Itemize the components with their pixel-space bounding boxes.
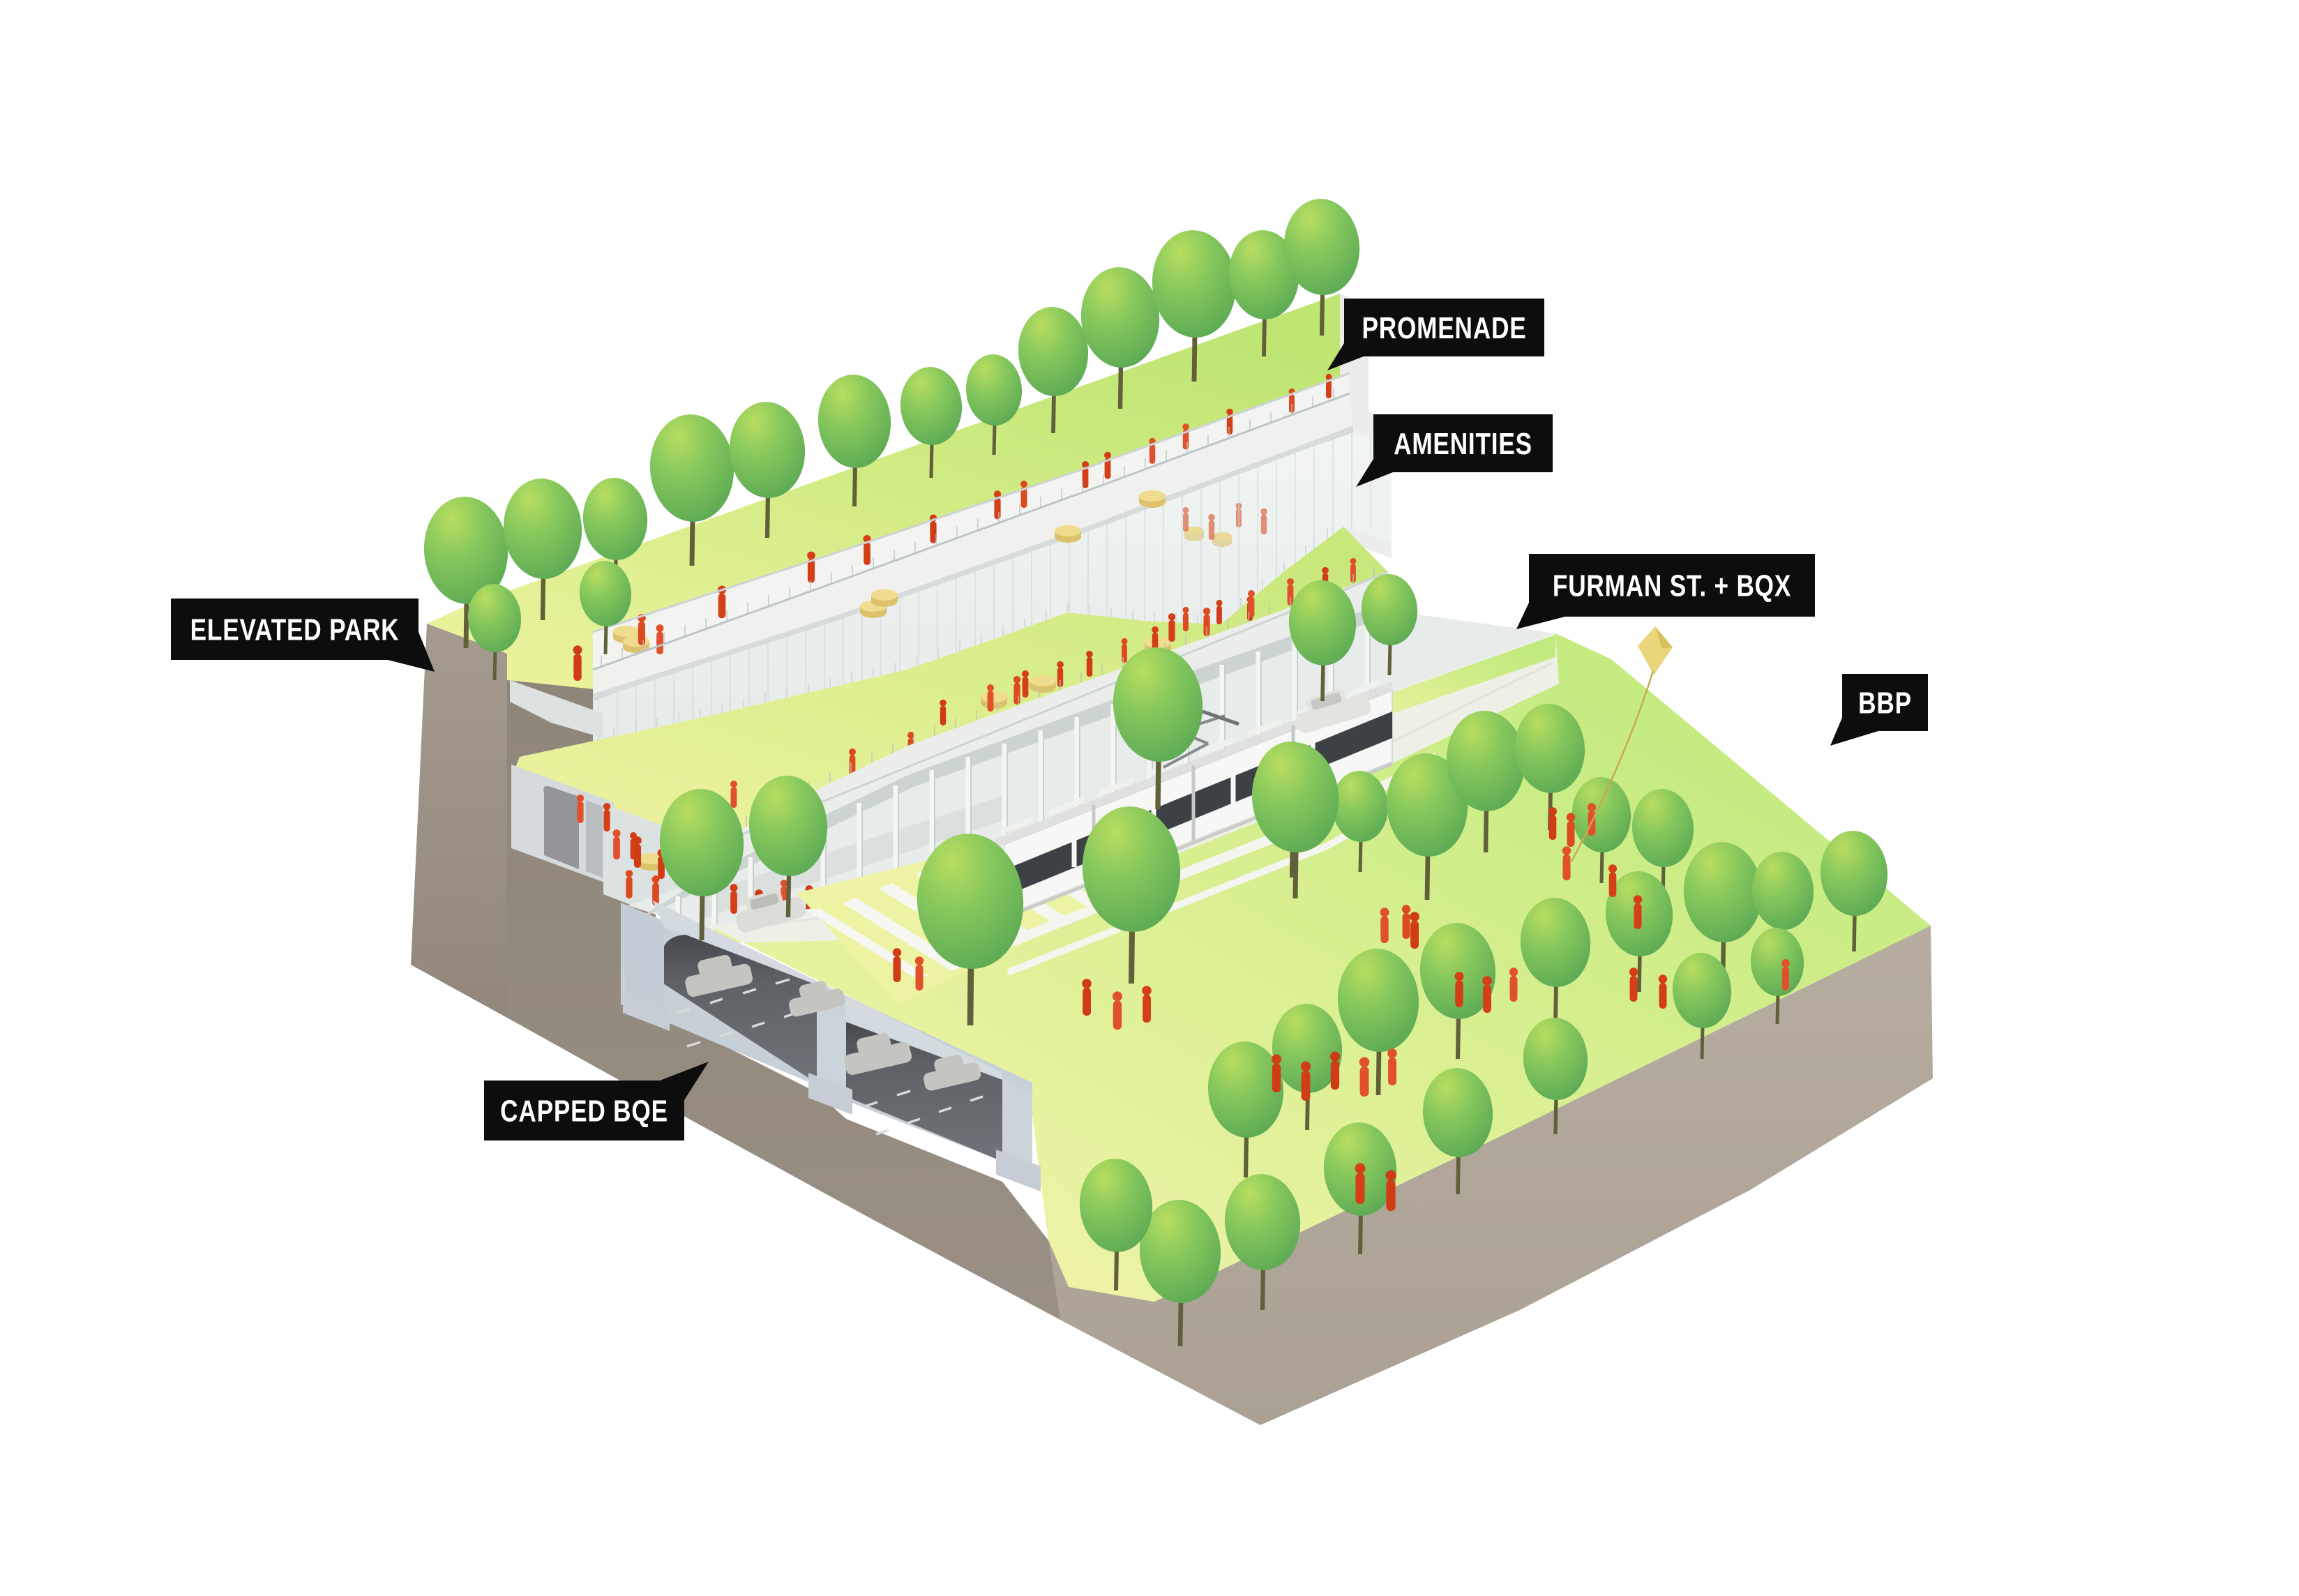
svg-text:BBP: BBP [1858, 686, 1912, 721]
svg-text:ELEVATED PARK: ELEVATED PARK [190, 613, 400, 647]
svg-text:PROMENADE: PROMENADE [1362, 311, 1527, 345]
svg-text:FURMAN ST. + BQX: FURMAN ST. + BQX [1553, 569, 1791, 603]
svg-text:CAPPED BQE: CAPPED BQE [500, 1094, 668, 1129]
svg-text:AMENITIES: AMENITIES [1394, 427, 1532, 461]
